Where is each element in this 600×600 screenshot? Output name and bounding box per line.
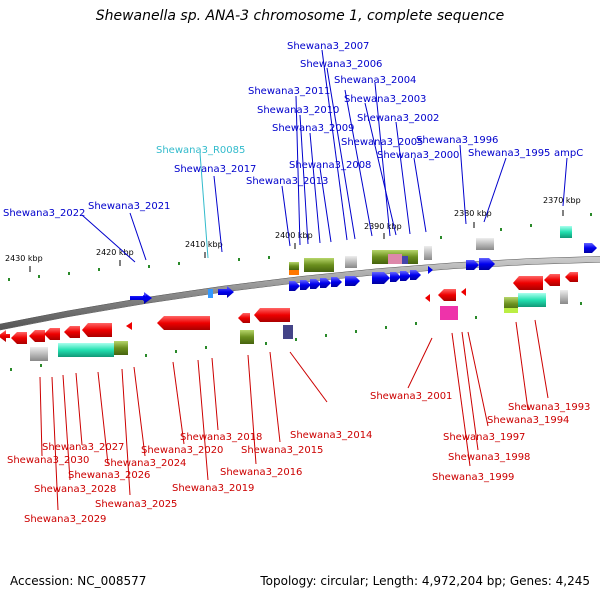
gene-2000-arrow: [428, 266, 433, 274]
tick-2420: 2420 kbp: [96, 248, 134, 257]
label-shewana3-r0085: Shewana3_R0085: [156, 145, 245, 156]
inner-dotted-track: [10, 302, 582, 371]
gene-ampc-arrow: [584, 243, 597, 253]
gene-2016-arrow: [238, 313, 250, 323]
label-shewana3-1994: Shewana3_1994: [487, 415, 569, 426]
tick-2430: 2430 kbp: [5, 254, 43, 263]
map-title: Shewanella sp. ANA-3 chromosome 1, compl…: [95, 8, 505, 24]
gene-2028-arrow: [29, 330, 45, 342]
label-shewana3-2018: Shewana3_2018: [180, 432, 262, 443]
gene-2022-arrow: [130, 292, 152, 304]
tick-2410: 2410 kbp: [185, 240, 223, 249]
label-shewana3-2008: Shewana3_2008: [289, 160, 371, 171]
top-labels: Shewana3_2022 Shewana3_2021 Shewana3_R00…: [3, 41, 583, 219]
label-shewana3-2029: Shewana3_2029: [24, 514, 106, 525]
accession-text: Accession: NC_008577: [10, 574, 147, 588]
label-shewana3-2004: Shewana3_2004: [334, 75, 416, 86]
gene-2008-arrow: [331, 277, 342, 287]
label-shewana3-2014: Shewana3_2014: [290, 430, 372, 441]
forward-cog-boxes: [289, 226, 572, 275]
gene-2024-arrow: [126, 322, 132, 330]
label-shewana3-2024: Shewana3_2024: [104, 458, 186, 469]
label-shewana3-2021: Shewana3_2021: [88, 201, 170, 212]
gene-2020-arrow: [157, 316, 210, 330]
label-shewana3-2000: Shewana3_2000: [377, 150, 459, 161]
gene-2003-arrow: [400, 271, 411, 281]
gene-2027-arrow: [44, 328, 60, 340]
scale-ticks: 2430 kbp 2420 kbp 2410 kbp 2400 kbp 2390…: [5, 196, 581, 272]
gene-2001-arrow: [425, 294, 430, 302]
label-shewana3-1995: Shewana3_1995: [468, 148, 550, 159]
label-shewana3-2025: Shewana3_2025: [95, 499, 177, 510]
gene-2002-arrow: [410, 270, 421, 280]
gene-1997-arrow: [461, 288, 466, 296]
gene-2026-arrow: [64, 326, 80, 338]
forward-genes: [130, 243, 597, 304]
label-shewana3-1999: Shewana3_1999: [432, 472, 514, 483]
summary-text: Topology: circular; Length: 4,972,204 bp…: [260, 574, 590, 588]
label-shewana3-2026: Shewana3_2026: [68, 470, 150, 481]
label-shewana3-1998: Shewana3_1998: [448, 452, 530, 463]
label-shewana3-2002: Shewana3_2002: [357, 113, 439, 124]
gene-2017-arrow: [218, 286, 234, 298]
gene-2005-arrow: [372, 272, 390, 284]
gene-1996-arrow: [466, 260, 479, 270]
top-leader-lines: [81, 49, 568, 263]
label-shewana3-2027: Shewana3_2027: [42, 442, 124, 453]
label-shewana3-1997: Shewana3_1997: [443, 432, 525, 443]
trna-r0085: [208, 289, 213, 298]
gene-2013-arrow: [289, 281, 300, 291]
gene-1999-arrow: [438, 289, 456, 301]
gene-1993-arrow: [544, 274, 560, 286]
label-shewana3-1993: Shewana3_1993: [508, 402, 590, 413]
gene-2007-arrow: [345, 276, 360, 286]
gene-2030-arrow: [0, 330, 10, 342]
gene-2004-arrow: [390, 272, 401, 282]
label-shewana3-2030: Shewana3_2030: [7, 455, 89, 466]
gene-2029-arrow: [11, 332, 27, 344]
label-shewana3-2011: Shewana3_2011: [248, 86, 330, 97]
label-shewana3-2007: Shewana3_2007: [287, 41, 369, 52]
label-shewana3-2015: Shewana3_2015: [241, 445, 323, 456]
gene-2021-arrow: [143, 295, 152, 301]
tick-2390: 2390 kbp: [364, 222, 402, 231]
label-shewana3-2006: Shewana3_2006: [300, 59, 382, 70]
label-shewana3-2016: Shewana3_2016: [220, 467, 302, 478]
label-shewana3-2001: Shewana3_2001: [370, 391, 452, 402]
label-shewana3-2028: Shewana3_2028: [34, 484, 116, 495]
reverse-cog-boxes: [30, 290, 568, 361]
label-shewana3-2005: Shewana3_2005: [341, 137, 423, 148]
label-shewana3-2017: Shewana3_2017: [174, 164, 256, 175]
label-ampc: ampC: [554, 148, 583, 159]
gene-2025-arrow: [82, 323, 112, 337]
bottom-leader-lines: [39, 319, 549, 511]
label-shewana3-2020: Shewana3_2020: [141, 445, 223, 456]
label-shewana3-2013: Shewana3_2013: [246, 176, 328, 187]
tick-2380: 2380 kbp: [454, 209, 492, 218]
bottom-labels: Shewana3_2030 Shewana3_2029 Shewana3_202…: [7, 391, 590, 525]
gene-1995-arrow: [479, 258, 495, 270]
label-shewana3-2022: Shewana3_2022: [3, 208, 85, 219]
label-shewana3-1996: Shewana3_1996: [416, 135, 498, 146]
label-shewana3-2019: Shewana3_2019: [172, 483, 254, 494]
gene-2011-arrow: [300, 280, 311, 290]
tick-2400: 2400 kbp: [275, 231, 313, 240]
gene-right-arrow: [565, 272, 578, 282]
gene-2009-arrow: [320, 278, 331, 288]
gene-1994-arrow: [513, 276, 543, 290]
chromosome-backbone: [0, 255, 600, 331]
tick-2370: 2370 kbp: [543, 196, 581, 205]
label-shewana3-2009: Shewana3_2009: [272, 123, 354, 134]
label-shewana3-2003: Shewana3_2003: [344, 94, 426, 105]
reverse-genes: [0, 272, 578, 344]
outer-dotted-track: [8, 213, 592, 281]
label-shewana3-2010: Shewana3_2010: [257, 105, 339, 116]
gene-2015-arrow: [254, 308, 290, 322]
gene-2010-arrow: [310, 279, 321, 289]
